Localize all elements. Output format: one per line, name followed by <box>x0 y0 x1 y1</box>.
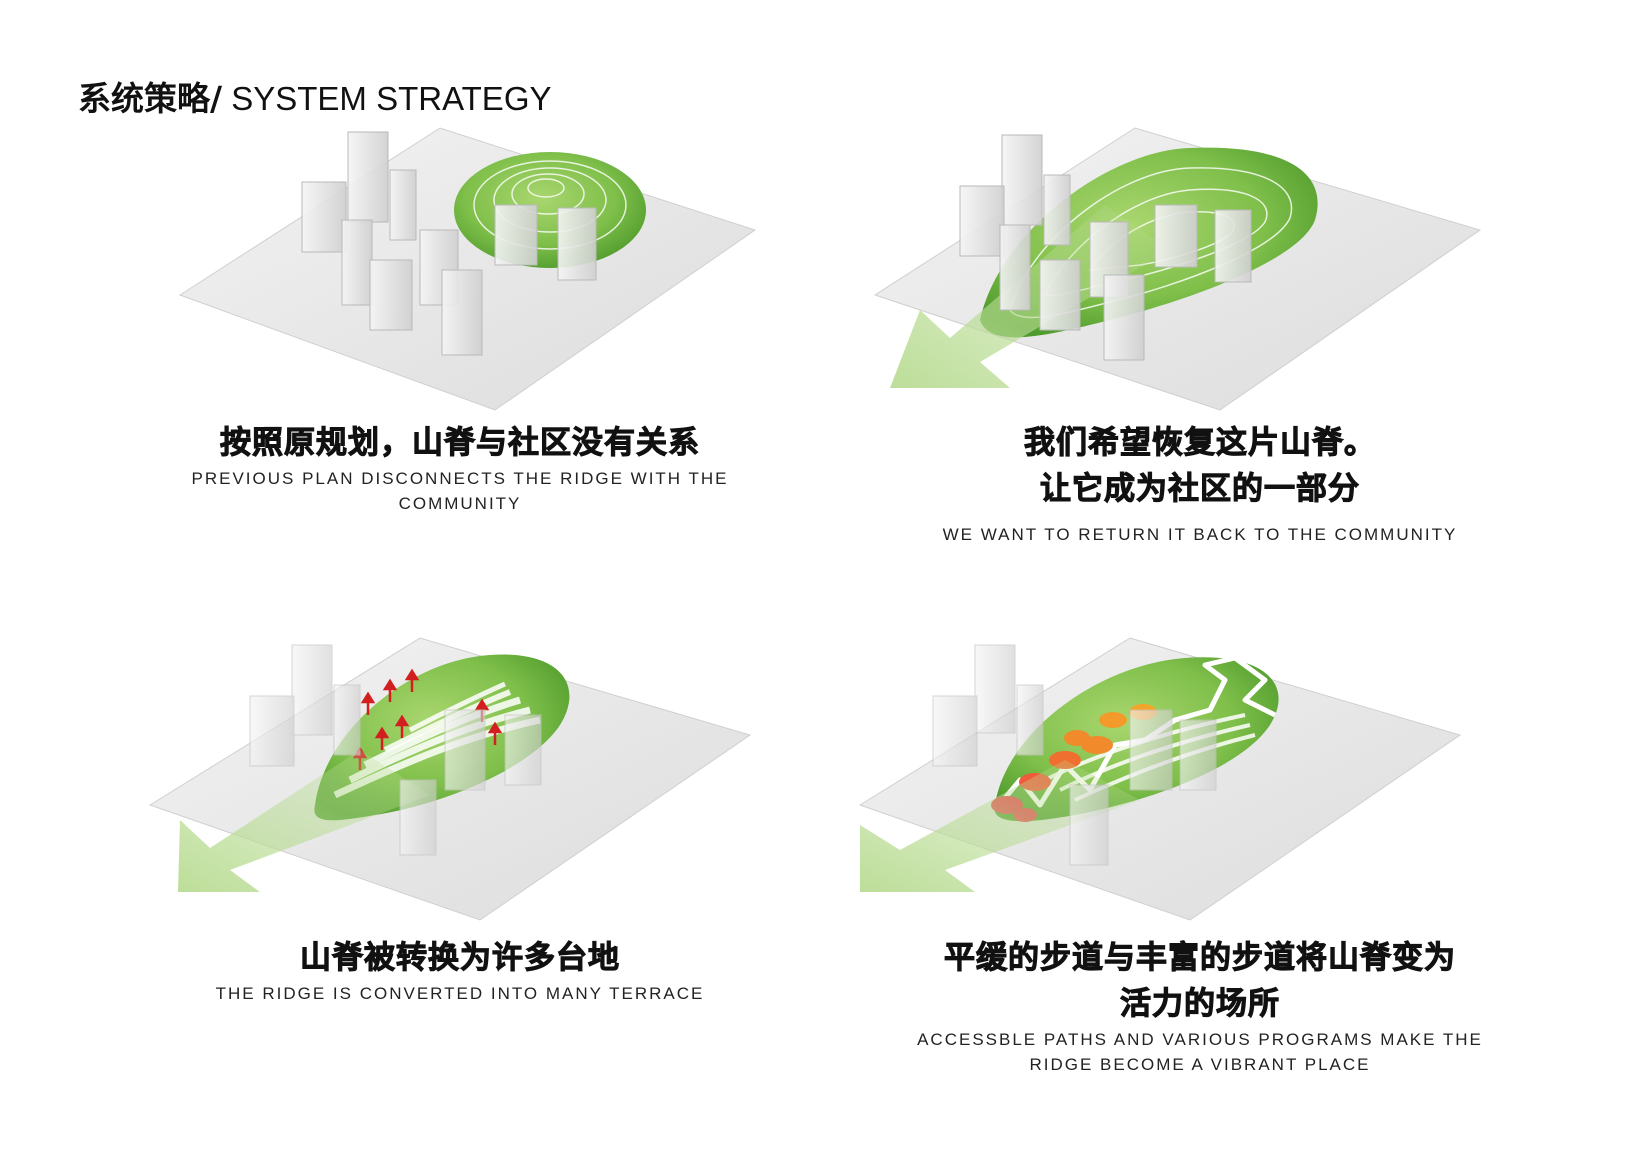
caption-en-line: THE RIDGE IS CONVERTED INTO MANY TERRACE <box>215 984 705 1003</box>
caption-en-line: RIDGE BECOME A VIBRANT PLACE <box>1029 1055 1371 1074</box>
caption-en-line: PREVIOUS PLAN DISCONNECTS THE RIDGE WITH… <box>191 469 729 488</box>
caption-zh-line: 我们希望恢复这片山脊。 <box>1024 425 1376 462</box>
terrace-arrows <box>352 668 503 770</box>
caption-zh-line: 让它成为社区的一部分 <box>1040 471 1360 508</box>
diagram-panel-2 <box>873 127 1482 411</box>
page-title-en: SYSTEM STRATEGY <box>222 80 552 117</box>
page-title-zh: 系统策略/ <box>78 79 223 118</box>
residential-towers <box>932 644 1217 866</box>
residential-towers <box>301 131 597 356</box>
residential-towers <box>959 134 1252 361</box>
caption-en-line: ACCESSBLE PATHS AND VARIOUS PROGRAMS MAK… <box>917 1030 1483 1049</box>
residential-towers <box>249 644 542 856</box>
caption-zh-line: 按照原规划，山脊与社区没有关系 <box>220 425 700 462</box>
community-arrow <box>178 750 430 892</box>
caption-zh-line: 平缓的步道与丰富的步道将山脊变为 <box>944 940 1456 977</box>
caption-en-line: WE WANT TO RETURN IT BACK TO THE COMMUNI… <box>942 525 1458 544</box>
diagram-panel-1 <box>178 127 757 411</box>
caption-zh-line: 活力的场所 <box>1120 986 1280 1023</box>
caption-panel-3: 山脊被转换为许多台地 THE RIDGE IS CONVERTED INTO M… <box>140 935 780 1006</box>
site-base <box>178 127 757 411</box>
ridge-mound <box>454 152 646 268</box>
caption-en-line: COMMUNITY <box>398 494 522 513</box>
caption-zh-line: 山脊被转换为许多台地 <box>300 940 620 977</box>
caption-panel-1: 按照原规划，山脊与社区没有关系 PREVIOUS PLAN DISCONNECT… <box>140 420 780 516</box>
diagram-panel-4 <box>858 637 1462 921</box>
diagram-panel-3 <box>148 637 752 921</box>
caption-panel-4: 平缓的步道与丰富的步道将山脊变为 活力的场所 ACCESSBLE PATHS A… <box>880 935 1520 1077</box>
caption-panel-2: 我们希望恢复这片山脊。 让它成为社区的一部分 WE WANT TO RETURN… <box>880 420 1520 547</box>
page-title: 系统策略/ SYSTEM STRATEGY <box>78 72 552 120</box>
